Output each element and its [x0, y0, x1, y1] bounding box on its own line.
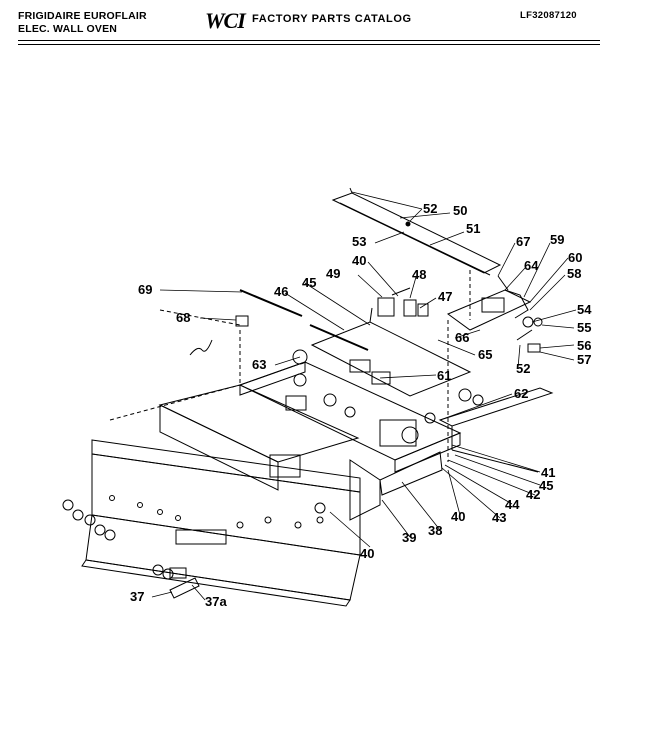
brand-line-2: ELEC. WALL OVEN: [18, 23, 118, 35]
part-callouts: 52 50 51 53 67 59 60 58 64 40 48 49 47 4…: [130, 201, 592, 609]
callout-53: 53: [352, 234, 366, 249]
callout-40-right: 40: [451, 509, 465, 524]
rod-and-wire: [189, 289, 369, 356]
callout-52: 52: [423, 201, 437, 216]
callout-68: 68: [176, 310, 190, 325]
callout-60: 60: [568, 250, 582, 265]
callout-40-bottom: 40: [360, 546, 374, 561]
callout-48: 48: [412, 267, 426, 282]
leader-lines: [151, 191, 577, 601]
callout-59: 59: [550, 232, 564, 247]
callout-55: 55: [577, 320, 591, 335]
side-rail: [438, 387, 554, 473]
callout-45-lower: 45: [539, 478, 553, 493]
callout-56: 56: [577, 338, 591, 353]
callout-51: 51: [466, 221, 480, 236]
callout-37a: 37a: [205, 594, 227, 609]
model-number: LF32087120: [520, 10, 577, 21]
catalog-title: FACTORY PARTS CATALOG: [252, 13, 412, 25]
control-chassis: [238, 307, 472, 473]
callout-41: 41: [541, 465, 555, 480]
callout-64: 64: [524, 258, 539, 273]
callout-50: 50: [453, 203, 467, 218]
callout-58: 58: [567, 266, 581, 281]
controls-on-chassis: [285, 349, 484, 447]
callout-40-top: 40: [352, 253, 366, 268]
callout-44: 44: [505, 497, 520, 512]
appliance-title: FRIGIDAIRE EUROFLAIR ELEC. WALL OVEN: [18, 10, 147, 36]
callout-39: 39: [402, 530, 416, 545]
callout-42: 42: [526, 487, 540, 502]
wci-logo: WCI: [205, 8, 246, 33]
header-rule-top: [18, 40, 600, 41]
callout-46: 46: [274, 284, 288, 299]
callout-45-top: 45: [302, 275, 316, 290]
callout-52-lower: 52: [516, 361, 530, 376]
callout-57: 57: [577, 352, 591, 367]
end-cap: [349, 451, 443, 521]
callout-65: 65: [478, 347, 492, 362]
callout-49: 49: [326, 266, 340, 281]
control-board: [158, 384, 360, 491]
brand-line-1: FRIGIDAIRE EUROFLAIR: [18, 10, 147, 22]
knobs: [62, 499, 200, 599]
callout-62: 62: [514, 386, 528, 401]
callout-67: 67: [516, 234, 530, 249]
callout-69: 69: [138, 282, 152, 297]
switch-cluster: [377, 287, 429, 317]
callout-43: 43: [492, 510, 506, 525]
header-rule-bottom: [18, 44, 600, 45]
callout-63: 63: [252, 357, 266, 372]
callout-37: 37: [130, 589, 144, 604]
callout-66: 66: [455, 330, 469, 345]
callout-61: 61: [437, 368, 451, 383]
callout-38: 38: [428, 523, 442, 538]
callout-54: 54: [577, 302, 592, 317]
front-panel: [81, 439, 361, 607]
callout-47: 47: [438, 289, 452, 304]
top-trim-bar: [331, 187, 502, 276]
